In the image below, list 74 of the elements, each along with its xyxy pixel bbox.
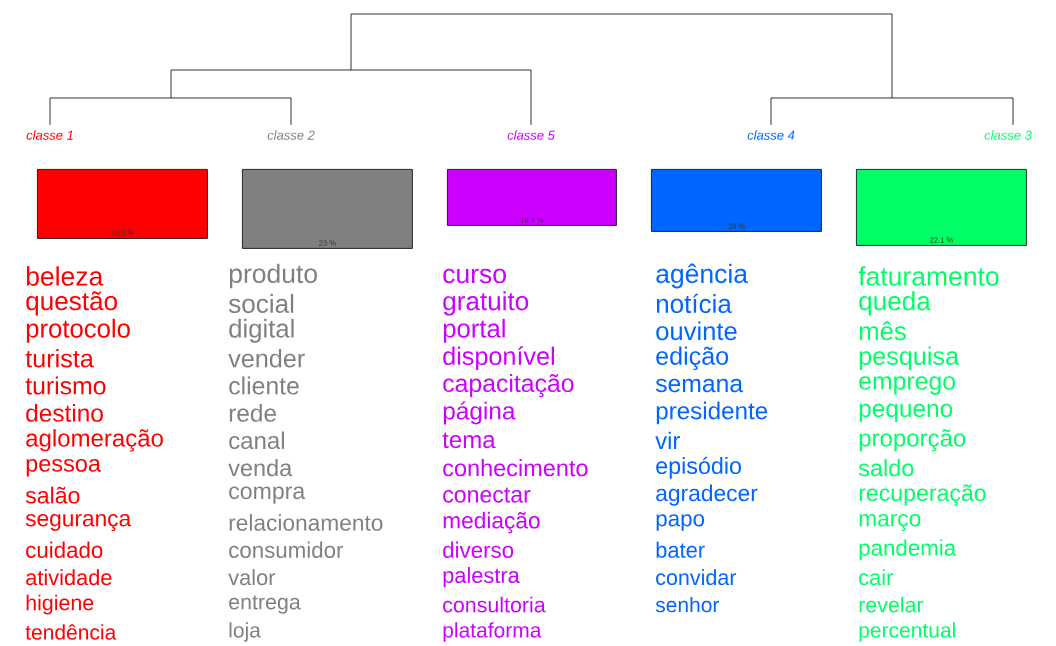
word: aglomeração [26, 429, 163, 452]
word: turismo [25, 376, 106, 395]
word: disponível [443, 346, 554, 371]
word: atividade [26, 569, 112, 586]
word: conectar [443, 487, 531, 503]
word: notícia [656, 293, 732, 314]
word: edição [656, 346, 729, 370]
word: mês [859, 321, 906, 341]
word: beleza [26, 266, 104, 286]
word: cair [859, 569, 893, 586]
word: episódio [656, 456, 741, 479]
word: digital [229, 318, 294, 343]
word: cliente [229, 376, 299, 395]
word: portal [443, 318, 505, 343]
class-label: classe 5 [507, 130, 555, 140]
word: ouvinte [656, 321, 737, 341]
word: conhecimento [443, 459, 588, 477]
word: salão [25, 486, 80, 504]
word: social [228, 293, 294, 313]
word: agradecer [656, 484, 758, 506]
word: vender [228, 348, 305, 368]
word: entrega [229, 595, 301, 614]
class-label: classe 3 [984, 130, 1032, 140]
word: senhor [655, 596, 720, 613]
word: proporção [859, 429, 966, 452]
word: tema [442, 432, 496, 449]
word: destino [26, 403, 103, 422]
word: faturamento [858, 266, 999, 286]
word: percentual [859, 622, 955, 642]
word: questão [26, 291, 117, 316]
word: agência [656, 263, 748, 289]
word: revelar [859, 596, 924, 613]
word: canal [229, 431, 284, 450]
word: pesquisa [859, 346, 960, 370]
word: vir [655, 431, 680, 449]
word: mediação [443, 511, 540, 534]
word: pequeno [859, 403, 953, 422]
word: semana [655, 378, 744, 393]
class-label: classe 1 [26, 130, 73, 140]
word: diverso [443, 541, 514, 558]
word: segurança [25, 514, 132, 531]
word: protocolo [26, 318, 130, 343]
word: rede [229, 403, 276, 422]
word: loja [229, 622, 261, 642]
word: emprego [859, 376, 956, 395]
word: consumidor [229, 541, 344, 558]
word: março [859, 514, 921, 531]
class-label: classe 2 [267, 130, 315, 140]
word: recuperação [859, 484, 986, 506]
word: venda [228, 459, 293, 477]
word: bater [656, 541, 705, 558]
word: consultoria [443, 596, 546, 613]
word: papo [656, 514, 705, 531]
word: valor [228, 569, 276, 586]
word: capacitação [443, 373, 574, 398]
word: pandemia [859, 539, 957, 561]
word: gratuito [443, 291, 529, 316]
word: higiene [26, 594, 94, 615]
word: palestra [443, 567, 520, 588]
word: página [443, 401, 516, 425]
word: convidar [656, 569, 737, 586]
word: produto [229, 263, 317, 289]
word: compra [229, 486, 306, 504]
word: relacionamento [229, 514, 383, 531]
word: saldo [858, 459, 914, 477]
word: presidente [656, 401, 768, 425]
word: pessoa [26, 458, 101, 477]
class-label: classe 4 [747, 130, 795, 140]
word: cuidado [26, 541, 103, 558]
word: curso [443, 268, 506, 284]
word: plataforma [443, 622, 542, 642]
word: tendência [25, 624, 117, 640]
word: queda [859, 291, 931, 316]
word: turista [25, 348, 94, 368]
